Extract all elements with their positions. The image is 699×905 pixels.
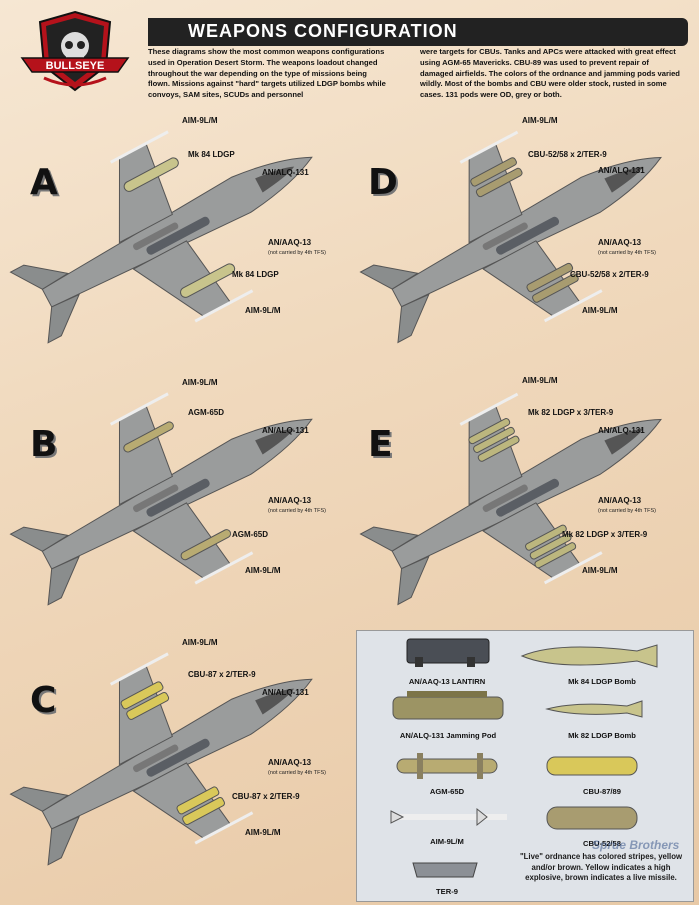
label-e-top-aim: AIM-9L/M	[522, 376, 558, 385]
legend-alq131-label: AN/ALQ-131 Jamming Pod	[399, 731, 497, 740]
label-d-ecm: AN/ALQ-131	[598, 166, 645, 175]
label-e-bot-aim: AIM-9L/M	[582, 566, 618, 575]
config-letter-e: E	[368, 424, 393, 465]
label-b-ecm: AN/ALQ-131	[262, 426, 309, 435]
label-d-lower: CBU-52/58 x 2/TER-9	[570, 270, 649, 279]
label-d-pod-note: (not carried by 4th TFS)	[598, 250, 656, 256]
config-panel-a: A AIM-9L/M Mk 84 LDGP AN/ALQ-131 AN/AAQ-…	[0, 110, 350, 350]
label-e-upper: Mk 82 LDGP x 3/TER-9	[528, 408, 614, 417]
label-a-pod-note: (not carried by 4th TFS)	[268, 250, 326, 256]
label-d-top-aim: AIM-9L/M	[522, 116, 558, 125]
label-b-pod-note: (not carried by 4th TFS)	[268, 508, 326, 514]
label-b-top-aim: AIM-9L/M	[182, 378, 218, 387]
label-c-upper: CBU-87 x 2/TER-9	[188, 670, 256, 679]
label-d-pod: AN/AAQ-13	[598, 238, 642, 247]
label-a-bot-aim: AIM-9L/M	[245, 306, 281, 315]
legend-mk84-label: Mk 84 LDGP Bomb	[568, 677, 636, 686]
label-c-pod-note: (not carried by 4th TFS)	[268, 770, 326, 776]
config-letter-c: C	[30, 680, 57, 721]
bullseye-logo: BULLSEYE	[20, 10, 130, 92]
label-c-bot-aim: AIM-9L/M	[245, 828, 281, 837]
label-a-top-aim: AIM-9L/M	[182, 116, 218, 125]
label-c-pod: AN/AAQ-13	[268, 758, 312, 767]
label-e-ecm: AN/ALQ-131	[598, 426, 645, 435]
config-letter-a: A	[30, 162, 58, 203]
legend-cbu52-label: CBU-52/58	[583, 839, 621, 848]
config-letter-b: B	[30, 424, 58, 465]
legend-aaq13-label: AN/AAQ-13 LANTIRN	[408, 677, 486, 686]
f16-topview-b	[9, 392, 313, 606]
label-b-bot-aim: AIM-9L/M	[245, 566, 281, 575]
intro-column-1: These diagrams show the most common weap…	[148, 47, 386, 100]
label-c-top-aim: AIM-9L/M	[182, 638, 218, 647]
legend-agm65-label: AGM-65D	[429, 787, 465, 796]
title-banner: WEAPONS CONFIGURATION	[148, 18, 688, 46]
config-panel-d: D AIM-9L/M CBU-52/58 x 2/TER-9 AN/ALQ-13…	[350, 110, 699, 350]
label-c-ecm: AN/ALQ-131	[262, 688, 309, 697]
f16-topview-c	[9, 652, 313, 866]
ordnance-legend-art	[390, 638, 658, 878]
label-b-lower: AGM-65D	[232, 530, 269, 539]
label-c-lower: CBU-87 x 2/TER-9	[232, 792, 300, 801]
f16-topview-e	[359, 392, 662, 606]
label-a-upper: Mk 84 LDGP	[188, 150, 235, 159]
page-title: WEAPONS CONFIGURATION	[188, 21, 458, 41]
label-e-pod-note: (not carried by 4th TFS)	[598, 508, 656, 514]
label-e-lower: Mk 82 LDGP x 3/TER-9	[562, 530, 648, 539]
label-a-ecm: AN/ALQ-131	[262, 168, 309, 177]
legend-aim9-label: AIM-9L/M	[430, 837, 464, 846]
label-a-lower: Mk 84 LDGP	[232, 270, 279, 279]
f16-topview-a	[9, 130, 313, 344]
legend-cbu87-label: CBU-87/89	[583, 787, 621, 796]
label-e-pod: AN/AAQ-13	[598, 496, 642, 505]
f16-topview-d	[359, 130, 662, 344]
legend-ter9-label: TER-9	[436, 887, 458, 896]
ordnance-legend: AN/AAQ-13 LANTIRN Mk 84 LDGP Bomb AN/ALQ…	[356, 630, 694, 902]
config-panel-b: B AIM-9L/M AGM-65D AN/ALQ-131 AN/AAQ-13 …	[0, 372, 350, 612]
config-panel-e: E AIM-9L/M Mk 82 LDGP x 3/TER-9 AN/ALQ-1…	[350, 372, 699, 612]
logo-text: BULLSEYE	[46, 60, 105, 72]
label-d-upper: CBU-52/58 x 2/TER-9	[528, 150, 607, 159]
watermark: Sprue Brothers	[592, 838, 680, 852]
label-b-pod: AN/AAQ-13	[268, 496, 312, 505]
legend-mk82-label: Mk 82 LDGP Bomb	[568, 731, 636, 740]
intro-column-2: were targets for CBUs. Tanks and APCs we…	[420, 47, 680, 100]
label-b-upper: AGM-65D	[188, 408, 225, 417]
config-panel-c: C AIM-9L/M CBU-87 x 2/TER-9 AN/ALQ-131 A…	[0, 632, 350, 892]
label-d-bot-aim: AIM-9L/M	[582, 306, 618, 315]
config-letter-d: D	[368, 162, 398, 203]
label-a-pod: AN/AAQ-13	[268, 238, 312, 247]
live-ordnance-note: "Live" ordnance has colored stripes, yel…	[519, 852, 683, 882]
